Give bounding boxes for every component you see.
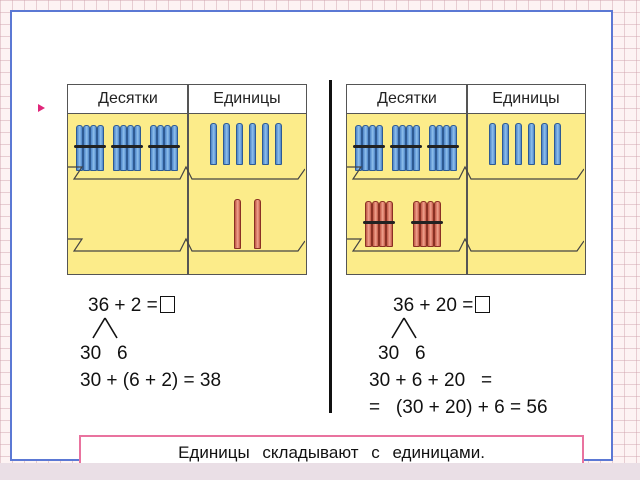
bundle-stick bbox=[386, 201, 393, 247]
red-unit-stick bbox=[234, 199, 241, 249]
left-header-tens: Десятки bbox=[98, 90, 158, 107]
left-equation-line1: 36 + 2 = bbox=[88, 295, 175, 317]
bundle-tie bbox=[390, 145, 422, 148]
bundle-stick bbox=[134, 125, 141, 171]
bundle-stick bbox=[171, 125, 178, 171]
right-equation-text: 36 + 20 = bbox=[393, 295, 474, 316]
left-place-value-chart: Десятки Единицы bbox=[67, 84, 307, 275]
bundle-stick bbox=[376, 125, 383, 171]
right-header-tens: Десятки bbox=[377, 90, 437, 107]
bundle-stick bbox=[97, 125, 104, 171]
bundle-stick bbox=[443, 125, 450, 171]
bullet-marker bbox=[38, 104, 45, 112]
bundle-stick bbox=[429, 125, 436, 171]
left-solution: 30 + (6 + 2) = 38 bbox=[80, 370, 222, 391]
bundle-stick bbox=[83, 125, 90, 171]
bundle-stick bbox=[113, 125, 120, 171]
bundle-stick bbox=[372, 201, 379, 247]
bundle-stick bbox=[127, 125, 134, 171]
blue-unit-stick bbox=[515, 123, 522, 165]
right-equation-line1: 36 + 20 = bbox=[393, 295, 491, 317]
red-ten-bundle bbox=[411, 197, 445, 249]
bundle-stick bbox=[450, 125, 457, 171]
bundle-stick bbox=[420, 201, 427, 247]
answer-box bbox=[159, 296, 175, 313]
bundle-tie bbox=[74, 145, 106, 148]
bundle-tie bbox=[111, 145, 143, 148]
left-decomposition: 30 6 bbox=[80, 343, 128, 364]
right-split-lines bbox=[391, 317, 417, 339]
bundle-tie bbox=[363, 221, 395, 224]
pocket-flap bbox=[68, 237, 306, 271]
bundle-stick bbox=[369, 125, 376, 171]
blue-unit-stick bbox=[489, 123, 496, 165]
left-header-units: Единицы bbox=[213, 90, 281, 107]
blue-ten-bundle bbox=[390, 121, 424, 173]
blue-ten-bundle bbox=[148, 121, 182, 173]
bundle-tie bbox=[353, 145, 385, 148]
bundle-stick bbox=[413, 201, 420, 247]
bundle-stick bbox=[150, 125, 157, 171]
bundle-stick bbox=[427, 201, 434, 247]
answer-box bbox=[475, 296, 491, 313]
bundle-stick bbox=[413, 125, 420, 171]
bottom-strip bbox=[0, 463, 640, 480]
bundle-stick bbox=[434, 201, 441, 247]
blue-unit-stick bbox=[223, 123, 230, 165]
bundle-stick bbox=[436, 125, 443, 171]
blue-unit-stick bbox=[502, 123, 509, 165]
blue-unit-stick bbox=[528, 123, 535, 165]
right-place-value-chart: Десятки Единицы bbox=[346, 84, 586, 275]
bundle-stick bbox=[365, 201, 372, 247]
bundle-tie bbox=[148, 145, 180, 148]
blue-ten-bundle bbox=[111, 121, 145, 173]
bundle-stick bbox=[90, 125, 97, 171]
bundle-tie bbox=[411, 221, 443, 224]
pocket-flap bbox=[347, 165, 585, 199]
blue-unit-stick bbox=[249, 123, 256, 165]
right-decomposition: 30 6 bbox=[378, 343, 426, 364]
blue-unit-stick bbox=[210, 123, 217, 165]
blue-unit-stick bbox=[554, 123, 561, 165]
left-equation-text: 36 + 2 = bbox=[88, 295, 158, 316]
pocket-flap bbox=[68, 165, 306, 199]
left-split-lines bbox=[92, 317, 118, 339]
blue-unit-stick bbox=[262, 123, 269, 165]
bundle-stick bbox=[362, 125, 369, 171]
pocket-flap bbox=[347, 237, 585, 271]
red-ten-bundle bbox=[363, 197, 397, 249]
bundle-stick bbox=[379, 201, 386, 247]
bundle-stick bbox=[164, 125, 171, 171]
bundle-stick bbox=[157, 125, 164, 171]
bundle-stick bbox=[406, 125, 413, 171]
blue-ten-bundle bbox=[353, 121, 387, 173]
vertical-divider bbox=[329, 80, 332, 413]
bundle-tie bbox=[427, 145, 459, 148]
right-header-units: Единицы bbox=[492, 90, 560, 107]
right-column-separator bbox=[466, 85, 468, 274]
blue-unit-stick bbox=[236, 123, 243, 165]
blue-ten-bundle bbox=[427, 121, 461, 173]
bundle-stick bbox=[399, 125, 406, 171]
rule-text: Единицы складывают с единицами. bbox=[178, 443, 485, 462]
right-solution-line2: = (30 + 20) + 6 = 56 bbox=[369, 397, 548, 418]
bundle-stick bbox=[120, 125, 127, 171]
blue-unit-stick bbox=[541, 123, 548, 165]
blue-unit-stick bbox=[275, 123, 282, 165]
bundle-stick bbox=[392, 125, 399, 171]
right-solution-line1: 30 + 6 + 20 = bbox=[369, 370, 493, 391]
left-column-separator bbox=[187, 85, 189, 274]
red-unit-stick bbox=[254, 199, 261, 249]
